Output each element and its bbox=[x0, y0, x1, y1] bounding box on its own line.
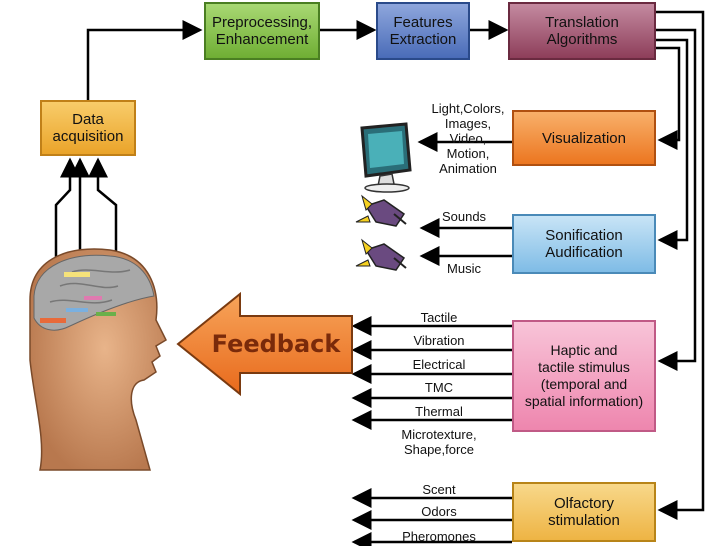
translation-algorithms-label: Translation Algorithms bbox=[545, 14, 619, 48]
human-head-illustration bbox=[29, 248, 167, 471]
music-label: Music bbox=[447, 261, 481, 276]
brain-marker-orange bbox=[40, 318, 66, 323]
haptic-stimulus-label: Haptic and tactile stimulus (temporal an… bbox=[524, 342, 644, 409]
brain-marker-yellow bbox=[64, 272, 90, 277]
data-acquisition-label: Data acquisition bbox=[52, 111, 124, 145]
olfactory-label: Olfactory stimulation bbox=[548, 495, 620, 529]
olfactory-output-label: Pheromones bbox=[402, 529, 476, 544]
haptic-output-label: Microtexture, Shape,force bbox=[401, 427, 477, 457]
haptic-stimulus-box: Haptic and tactile stimulus (temporal an… bbox=[512, 320, 656, 432]
olfactory-output-label: Odors bbox=[421, 504, 457, 519]
olfactory-box: Olfactory stimulation bbox=[512, 482, 656, 542]
preprocessing-label: Preprocessing, Enhancement bbox=[211, 14, 313, 48]
features-extraction-label: Features Extraction bbox=[389, 14, 457, 48]
sonification-label: Sonification Audification bbox=[545, 227, 623, 261]
sounds-label: Sounds bbox=[441, 209, 487, 224]
brain-marker-blue bbox=[66, 308, 88, 312]
output-arrows bbox=[351, 132, 512, 546]
translation-algorithms-box: Translation Algorithms bbox=[508, 2, 656, 60]
monitor-icon bbox=[360, 122, 412, 193]
feedback-label: Feedback bbox=[211, 330, 341, 358]
visualization-label: Visualization bbox=[542, 129, 626, 147]
data-acquisition-box: Data acquisition bbox=[40, 100, 136, 156]
pipeline-connectors bbox=[54, 10, 705, 520]
brain-marker-green bbox=[96, 312, 116, 316]
haptic-output-label: Thermal bbox=[415, 404, 463, 419]
feedback-arrow bbox=[176, 291, 353, 397]
haptic-output-label: Tactile bbox=[420, 310, 458, 325]
haptic-output-label: TMC bbox=[424, 380, 454, 395]
speaker-icon bbox=[355, 194, 407, 227]
haptic-output-label: Vibration bbox=[413, 333, 465, 348]
visualization-outputs-label: Light,Colors, Images, Video, Motion, Ani… bbox=[431, 101, 505, 176]
sonification-box: Sonification Audification bbox=[512, 214, 656, 274]
brain-marker-pink bbox=[84, 296, 102, 300]
visualization-box: Visualization bbox=[512, 110, 656, 166]
features-extraction-box: Features Extraction bbox=[376, 2, 470, 60]
haptic-output-label: Electrical bbox=[412, 357, 466, 372]
speaker-icon bbox=[355, 238, 407, 271]
olfactory-output-label: Scent bbox=[422, 482, 456, 497]
preprocessing-box: Preprocessing, Enhancement bbox=[204, 2, 320, 60]
